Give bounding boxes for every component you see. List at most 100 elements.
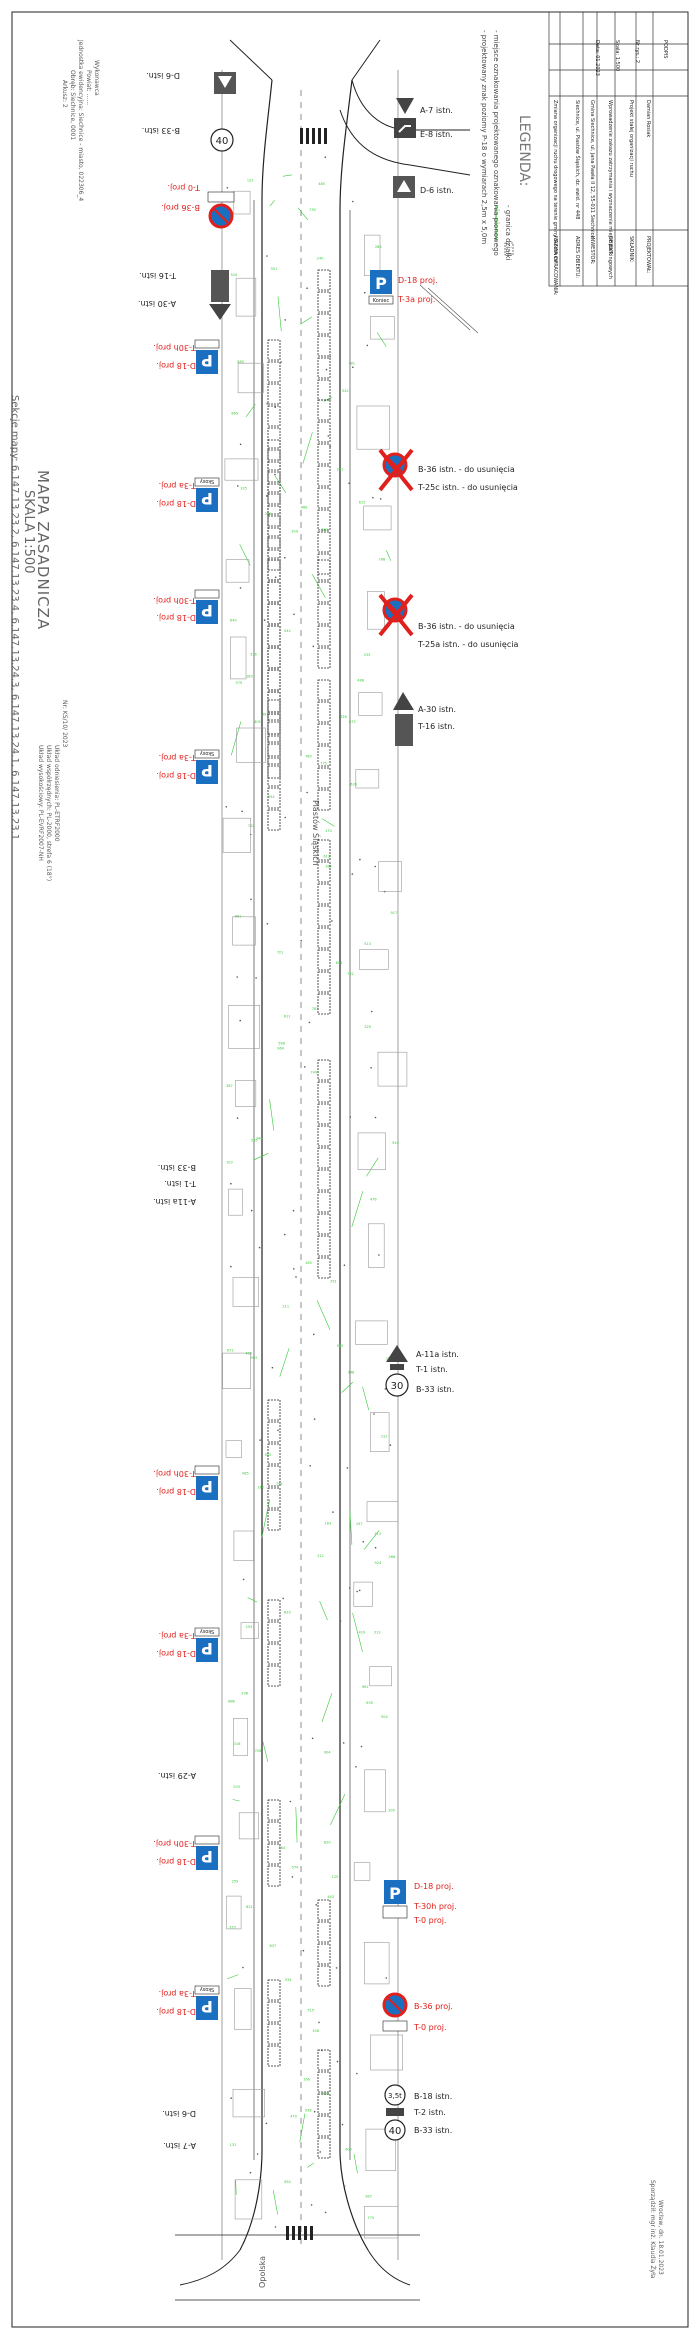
legend-item-2: - miejsce oznakowania projektowanego ozn… <box>492 30 500 256</box>
survey-label-201: 593 <box>251 1356 258 1360</box>
d18-sign-left-letter-4: P <box>201 1477 213 1496</box>
survey-point-51 <box>313 2110 316 2113</box>
survey-label-200: 296 <box>241 1692 248 1696</box>
survey-point-193 <box>324 2211 327 2214</box>
survey-label-155: 316 <box>234 1742 241 1746</box>
parking-box-right-0-5 <box>317 379 331 401</box>
annotation-right-b33: B-33 istn. <box>416 1385 455 1394</box>
parking-box-left-2-6 <box>267 691 281 713</box>
footer-line-2: Sporządził: mgr inż. Klaudia Żyła <box>649 2180 656 2279</box>
survey-label-134: 787 <box>312 1007 319 1011</box>
map-scale: SKALA 1:500 <box>21 490 36 574</box>
building-22 <box>228 1188 243 1216</box>
info-side-3: Nr rys.: 2 <box>634 40 640 64</box>
parking-box-right-4-2 <box>317 883 331 905</box>
info-row-3-label: INWESTOR: <box>589 236 595 265</box>
plate-left-1 <box>194 477 220 487</box>
survey-point-16 <box>230 1265 232 1268</box>
survey-point-46 <box>331 920 333 922</box>
parking-box-right-0-4 <box>317 357 331 379</box>
parking-box-right-1-0 <box>317 399 331 421</box>
plate-left-3 <box>194 749 220 759</box>
parking-box-right-6-0 <box>317 1899 331 1921</box>
parking-box-left-0-15 <box>267 669 281 691</box>
survey-label-26: 211 <box>282 1304 289 1308</box>
parking-box-right-7-0 <box>317 2049 331 2071</box>
survey-label-148: 468 <box>301 505 308 509</box>
building-15 <box>378 861 402 892</box>
survey-label-105: 463 <box>327 1895 334 1899</box>
annotation-right-a7: A-7 istn. <box>420 106 453 115</box>
plate-left-2 <box>194 589 220 599</box>
survey-label-91: 954 <box>268 795 275 799</box>
survey-label-88: 904 <box>324 1751 331 1755</box>
signs-left: 40 <box>207 72 236 320</box>
building-39 <box>363 1942 390 1985</box>
survey-label-97: 203 <box>233 1785 240 1789</box>
parking-box-left-3-1 <box>267 721 281 743</box>
survey-label-114: 985 <box>242 1472 249 1476</box>
survey-label-43: 775 <box>367 2216 374 2220</box>
parking-box-left-6-3 <box>267 1865 281 1887</box>
annotation-left-l6: A-30 istn. <box>137 299 176 308</box>
info-row-4-value: Wprowadzenie zakazu zatrzymania i wyznac… <box>607 100 613 279</box>
survey-point-40 <box>329 356 331 358</box>
survey-point-178 <box>373 1413 375 1415</box>
d18-sign-left-letter-5: P <box>201 1639 213 1658</box>
survey-line-1 <box>253 1153 269 1161</box>
survey-point-121 <box>362 1541 365 1543</box>
parking-box-left-4-1 <box>267 1421 281 1443</box>
survey-line-4 <box>269 200 275 207</box>
survey-point-138 <box>352 200 354 203</box>
building-13 <box>355 769 380 789</box>
survey-point-216 <box>355 1766 357 1768</box>
parking-box-right-3-1 <box>317 701 331 723</box>
annotation-right-t3a: T-3a proj. <box>398 295 436 304</box>
parking-box-right-0-2 <box>317 313 331 335</box>
parking-box-left-3-5 <box>267 809 281 831</box>
survey-line-25 <box>321 1693 333 1722</box>
survey-point-14 <box>293 613 295 616</box>
parking-box-left-6-0 <box>267 1799 281 1821</box>
building-36 <box>238 1812 259 1840</box>
b33-sign-icon <box>385 1373 409 1397</box>
parking-box-right-5-9 <box>317 1257 331 1279</box>
survey-point-45 <box>277 1429 279 1432</box>
annotation-right-t25a: T-25a istn. - do usunięcia <box>418 640 519 649</box>
survey-point-153 <box>241 810 243 813</box>
parking-box-left-1-2 <box>267 483 281 505</box>
survey-point-217 <box>289 1800 292 1803</box>
survey-point-36 <box>306 791 308 794</box>
survey-point-129 <box>335 1967 338 1969</box>
survey-point-20 <box>239 587 242 589</box>
survey-label-69: 721 <box>277 950 284 954</box>
survey-line-18 <box>279 1348 290 1377</box>
parking-box-left-3-3 <box>267 765 281 787</box>
survey-point-130 <box>249 2171 252 2174</box>
survey-label-9: 611 <box>284 1015 291 1019</box>
building-35 <box>364 1769 386 1813</box>
survey-point-63 <box>236 976 238 978</box>
parking-box-right-6-3 <box>317 1965 331 1987</box>
parking-box-right-7-4 <box>317 2137 331 2159</box>
building-16 <box>232 916 256 946</box>
survey-point-81 <box>274 2226 277 2228</box>
building-24 <box>232 1277 260 1307</box>
survey-line-10 <box>261 1498 271 1539</box>
svg-text:P: P <box>375 274 387 293</box>
survey-point-32 <box>374 865 377 868</box>
survey-line-23 <box>269 1099 275 1131</box>
parking-box-left-1-1 <box>267 461 281 483</box>
survey-label-86: 113 <box>374 1532 381 1536</box>
annotation-right-t16: T-16 istn. <box>418 722 455 731</box>
survey-label-162: 153 <box>246 1625 253 1629</box>
parking-box-right-4-0 <box>317 839 331 861</box>
survey-point-219 <box>293 1268 295 1270</box>
survey-line-7 <box>239 544 251 566</box>
parking-box-left-0-18 <box>267 735 281 757</box>
junction-top-curve-2 <box>339 109 471 176</box>
t3a-plate-right-1 <box>368 295 394 305</box>
a30-sign-left <box>209 304 231 320</box>
survey-line-8 <box>312 574 326 599</box>
